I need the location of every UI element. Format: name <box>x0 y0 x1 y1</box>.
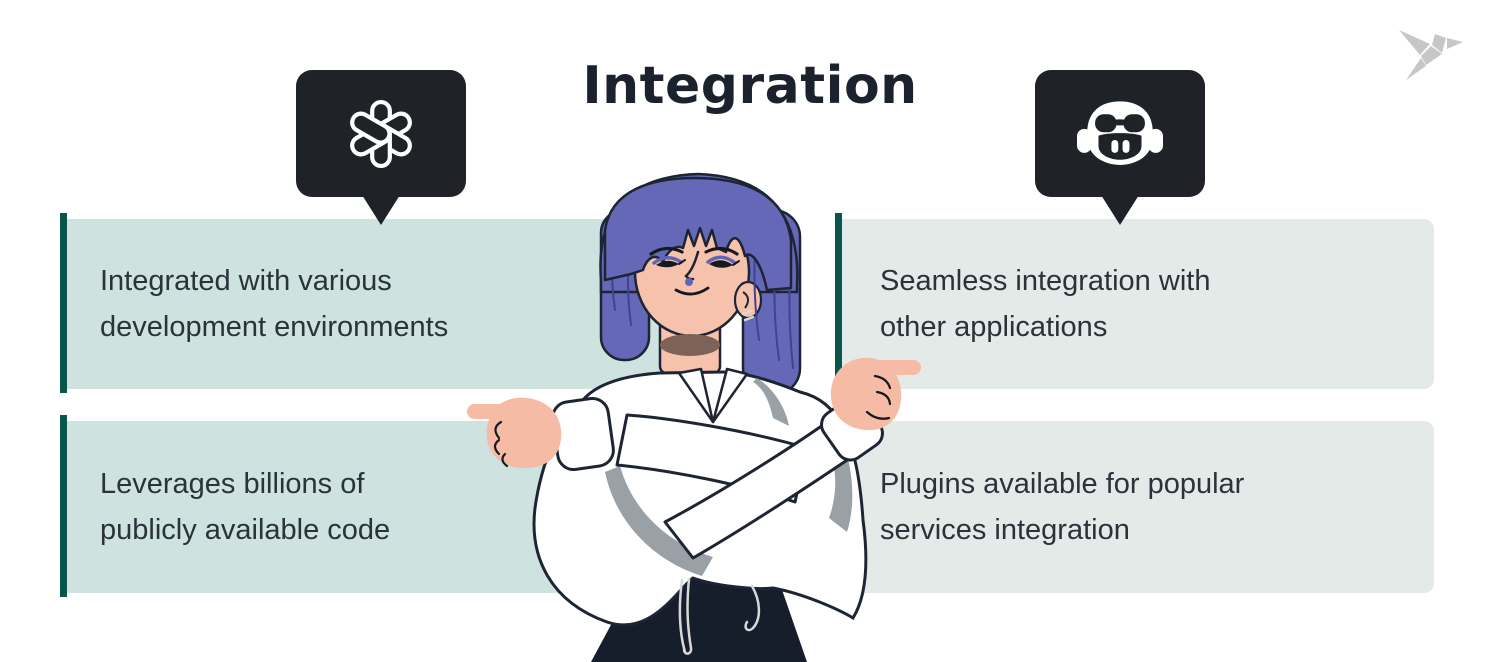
speech-bubble-copilot <box>1035 70 1205 225</box>
page-title: Integration <box>582 56 918 116</box>
panel-top-right: Seamless integration with other applicat… <box>835 213 1434 393</box>
pants <box>591 570 807 662</box>
panel-text-line: Plugins available for popular <box>880 468 1245 500</box>
panel-accent-bar <box>60 415 67 597</box>
panel-accent-bar <box>835 213 842 393</box>
panel-bottom-right-text: Plugins available for popular services i… <box>835 461 1244 553</box>
eyebrows <box>649 246 739 256</box>
left-pointing-hand <box>467 397 562 469</box>
right-pointing-hand <box>830 357 921 431</box>
panel-text-line: Integrated with various <box>100 265 392 297</box>
panel-text-line: development environments <box>100 311 449 343</box>
openai-logo-icon <box>350 99 412 168</box>
bubble-tail <box>362 195 400 225</box>
origami-bird-shapes <box>1399 30 1463 80</box>
panel-bottom-left-text: Leverages billions of publicly available… <box>60 461 390 553</box>
eyes <box>656 259 740 268</box>
pants-drawstrings <box>678 577 761 655</box>
panel-bottom-right: Plugins available for popular services i… <box>835 415 1434 597</box>
panel-text-line: services integration <box>880 514 1130 546</box>
shirt-collar <box>677 367 749 424</box>
openai-logo-petals <box>350 99 412 168</box>
panel-top-left-text: Integrated with various development envi… <box>60 258 448 350</box>
speech-bubble-chatgpt <box>296 70 466 225</box>
panel-top-right-text: Seamless integration with other applicat… <box>835 258 1210 350</box>
copilot-robot-head <box>1077 100 1163 165</box>
panel-text-line: Seamless integration with <box>880 265 1211 297</box>
panel-top-left: Integrated with various development envi… <box>60 213 660 393</box>
hair-bangs <box>603 176 793 292</box>
panel-text-line: other applications <box>880 311 1108 343</box>
copilot-logo-icon <box>1077 100 1163 165</box>
panel-text-line: Leverages billions of <box>100 468 365 500</box>
eyeshadow <box>652 255 737 265</box>
origami-bird-logo <box>1399 30 1463 80</box>
panel-accent-bar <box>60 213 67 393</box>
mouth <box>674 286 710 296</box>
panel-text-line: publicly available code <box>100 514 391 546</box>
septum-ring <box>685 278 693 286</box>
chin-shadow <box>660 334 720 356</box>
bubble-tail <box>1101 195 1139 225</box>
woman-illustration <box>467 172 921 662</box>
